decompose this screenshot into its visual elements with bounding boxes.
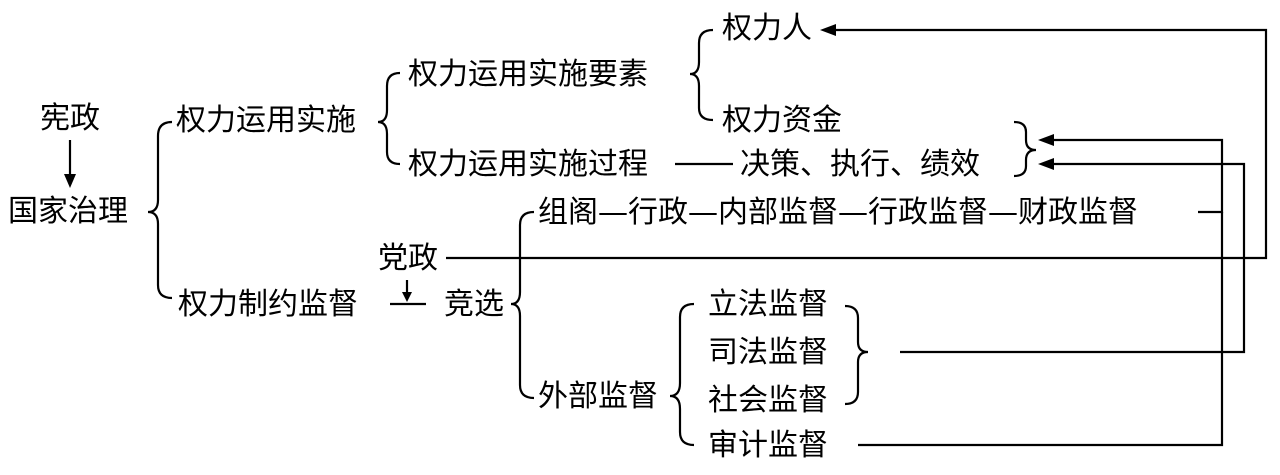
arrowhead-results-1 [1038, 134, 1054, 146]
node-quanli-yunyong-shishi: 权力运用实施 [176, 103, 356, 138]
brace-waibu [669, 302, 695, 447]
node-yaosu: 权力运用实施要素 [408, 57, 648, 92]
connector-dangzheng-to-quanliren [446, 28, 1268, 260]
node-zhiyue-jiandu: 权力制约监督 [178, 287, 358, 322]
node-waibu-jiandu: 外部监督 [538, 379, 658, 414]
node-quanli-zijin: 权力资金 [722, 103, 842, 138]
node-neibu-chain: 组阁—行政—内部监督—行政监督—财政监督 [538, 195, 1138, 230]
brace-jingxuan [510, 210, 535, 400]
node-shenji: 审计监督 [708, 428, 828, 463]
node-lifa: 立法监督 [708, 287, 828, 322]
arrowhead-down [64, 174, 76, 188]
brace-close-results [1013, 120, 1037, 178]
node-dangzheng: 党政 [378, 241, 438, 276]
arrowhead-dangzheng [402, 292, 412, 302]
brace-yaosu [689, 28, 714, 122]
arrowhead-quanliren [820, 24, 836, 36]
node-guocheng-detail: 决策、执行、绩效 [740, 147, 980, 182]
connector-shenji [858, 212, 1224, 447]
node-shehui: 社会监督 [708, 383, 828, 418]
node-jingxuan: 竞选 [444, 287, 504, 322]
node-guocheng: 权力运用实施过程 [408, 147, 648, 182]
arrowhead-results-2 [1038, 158, 1054, 170]
brace-guojia-zhili [147, 120, 173, 300]
node-xianzheng: 宪政 [40, 101, 100, 136]
connector-waibu-to-results [900, 162, 1246, 354]
brace-close-jiandu [844, 304, 869, 406]
connector-neibu-to-results [1050, 138, 1224, 214]
node-guojia-zhili: 国家治理 [8, 194, 128, 229]
node-sifa: 司法监督 [708, 335, 828, 370]
brace-yunyong-shishi [377, 71, 401, 166]
node-quanliren: 权力人 [722, 11, 812, 46]
